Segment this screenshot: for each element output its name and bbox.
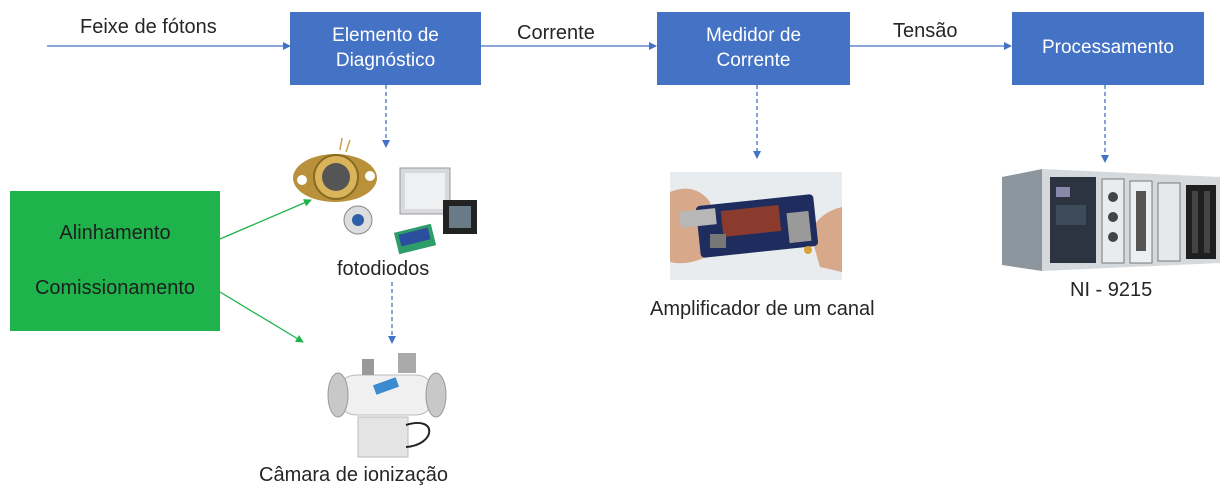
current-meter-box: Medidor de Corrente — [657, 12, 850, 85]
amplifier-image — [670, 172, 842, 280]
chamber-caption: Câmara de ionização — [259, 464, 448, 486]
diagnostic-element-box: Elemento de Diagnóstico — [290, 12, 481, 85]
square-photodiode-dark — [443, 200, 477, 234]
input-label: Feixe de fótons — [80, 16, 217, 38]
voltage-edge-label: Tensão — [893, 20, 958, 42]
processing-box: Processamento — [1012, 12, 1204, 85]
alignment-commissioning-box: Alinhamento Comissionamento — [10, 191, 220, 331]
commissioning-label: Comissionamento — [34, 276, 196, 299]
square-photodiode-large — [399, 167, 451, 215]
round-photodiode-small — [343, 205, 373, 235]
ionization-chamber-image — [327, 353, 447, 458]
photodiodes-caption: fotodiodos — [337, 258, 430, 280]
amplifier-caption: Amplificador de um canal — [650, 298, 875, 320]
alignment-label: Alinhamento — [59, 222, 171, 245]
green-arrow-to-photodiodes — [219, 199, 312, 240]
green-arrow-to-chamber — [219, 291, 304, 343]
current-edge-label: Corrente — [517, 22, 595, 44]
array-photodiode — [393, 223, 437, 255]
daq-caption: NI - 9215 — [1070, 279, 1153, 301]
ni-daq-image — [1002, 169, 1220, 271]
photodiodes-image — [293, 137, 477, 255]
gold-photodiode — [293, 137, 377, 202]
